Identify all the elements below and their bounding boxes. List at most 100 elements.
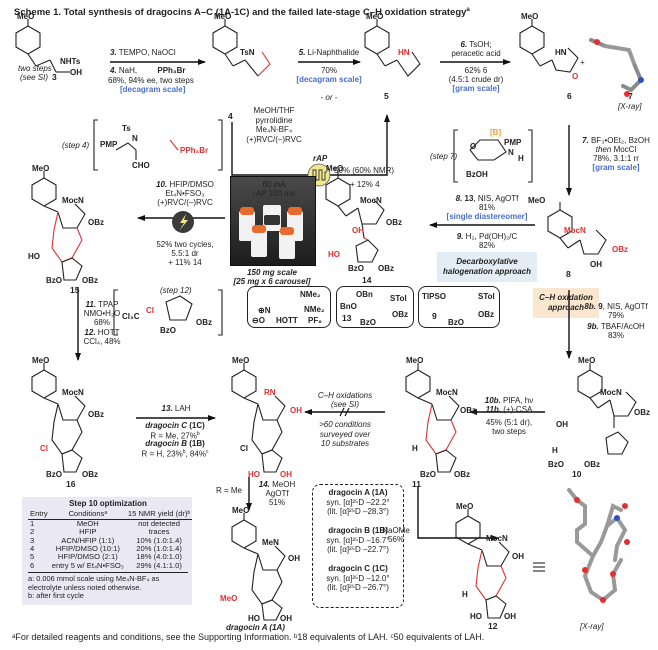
scheme-title: Scheme 1. Total synthesis of dragocins A…: [14, 7, 470, 19]
c9-obz: OBz: [478, 310, 494, 319]
label-obz2-10: OBz: [584, 460, 600, 469]
col-entry: Entry: [28, 509, 50, 520]
cell-yield: 29% (4.1:1.0): [136, 560, 182, 570]
label-cl-16: Cl: [40, 444, 48, 453]
mech7-h: H: [518, 154, 524, 163]
compound-3-note2: (see SI): [20, 73, 49, 82]
label-bzo-14: BzO: [348, 264, 364, 273]
compound-3-label: 3: [52, 72, 57, 82]
step-3-conditions: 3. TEMPO, NaOCl: [110, 48, 176, 57]
cell-conditions: MeOH: [76, 518, 99, 528]
mech12-obz: OBz: [196, 318, 212, 327]
cell-entry: 1: [30, 518, 35, 528]
label-oh-12: OH: [512, 552, 524, 561]
step-5-scale: [decagram scale]: [296, 75, 362, 84]
label-h-12: H: [462, 590, 468, 599]
label-obz2-15: OBz: [82, 276, 98, 285]
rotation-1a: dragocin A (1A)syn. [α]²⁵D –22.2°(lit. […: [326, 488, 390, 516]
step-6-scale: [gram scale]: [452, 84, 500, 93]
label-obz-14: OBz: [386, 218, 402, 227]
step-6-dr: (4.5:1 crude dr): [448, 75, 504, 84]
step-6-conditions: 6. TsOH;peracetic acid: [451, 40, 501, 58]
mech4-n: N: [132, 134, 138, 143]
cell-entry: 4: [30, 544, 35, 554]
label-ho-1a: HO: [248, 614, 260, 623]
step-10b-conditions: 10b. PIFA, hν: [484, 396, 534, 405]
label-nhts: NHTs: [60, 57, 81, 66]
electrochem-yield: 50% (60% NMR): [334, 166, 395, 175]
dragocin-b-result: dragocin B (1B)R = H, 23%b, 84%c: [141, 439, 209, 459]
step-7-yield: 78%, 3.1:1 rr: [593, 154, 639, 163]
label-meo-12: MeO: [456, 502, 474, 511]
label-oh: OH: [70, 68, 82, 77]
mech4-pmp: PMP: [100, 140, 118, 149]
structure-1bc: [231, 363, 286, 473]
step-8b-yield: 79%: [607, 311, 624, 320]
label-meo-16: MeO: [32, 356, 50, 365]
label-hn: HN: [398, 48, 410, 57]
arrow-11-to-12: [417, 487, 499, 541]
table-title: Step 10 optimization: [69, 499, 147, 508]
step-5-conditions: 5. Li-Naphthalide: [298, 48, 360, 57]
structure-1a: [231, 513, 286, 621]
xray-structure-7: [589, 38, 644, 97]
equivalent-symbol-icon: [533, 562, 545, 572]
c13-label: 13: [342, 313, 352, 323]
compound-11-label: 11: [412, 479, 421, 489]
label-meo-1bc: MeO: [232, 356, 250, 365]
c9-bzo: BzO: [448, 318, 464, 327]
label-hn-6: HN: [555, 48, 567, 57]
failed-mark-icon: [339, 407, 350, 417]
dragocin-c-result: dragocin C (1C)R = Me, 27%b: [145, 421, 205, 441]
label-mocn-8: MocN: [564, 226, 586, 235]
mech12-bzo: BzO: [160, 326, 176, 335]
mechanism-step7: [453, 129, 533, 183]
hott-o: ⊖O: [252, 316, 265, 325]
hott-nme2-b: NMe₂: [304, 305, 325, 314]
compound-14-label: 14: [362, 275, 372, 285]
cell-conditions: HFIP/DMSO (10:1): [55, 544, 120, 554]
step-14-condition: R = Me: [216, 486, 243, 495]
table-row: 6 entry 5 w/ Et₄N•FSO₃ 29% (4.1:1.0): [28, 560, 192, 570]
cell-entry: 2: [30, 527, 35, 537]
decarboxylative-approach-box: [437, 252, 537, 282]
cell-entry: 6: [30, 560, 35, 570]
structure-4: [212, 19, 271, 77]
rotation-1b: dragocin B (1B)syn. [α]²⁵D –16.7°(lit. […: [326, 526, 390, 554]
electrochem-byproduct: + 12% 4: [350, 180, 380, 189]
mech4-ts: Ts: [122, 124, 131, 133]
step-7-then: then MocCl: [595, 145, 637, 154]
xray-structure-12: [567, 488, 630, 603]
hott-pf6: PF₆: [308, 316, 322, 325]
table-note-a: a: 0.006 mmol scale using Me₄N-BF₄ as el…: [28, 574, 160, 592]
mech12-cl: Cl: [146, 306, 154, 315]
label-mocn-16: MocN: [62, 388, 84, 397]
mechanism-step12: [113, 289, 223, 336]
compound-12-xray: [X-ray]: [580, 622, 604, 631]
structure-6: [519, 19, 579, 73]
step-8-note: [single diastereomer]: [446, 212, 528, 221]
cell-yield: 10% (1.0:1.4): [136, 535, 182, 545]
step-9-conditions: 9. H₂, Pd(OH)₂/C: [456, 232, 518, 241]
cell-yield: not detected: [138, 518, 180, 528]
compound-3-note: two steps: [18, 64, 52, 73]
label-ho-15: HO: [28, 252, 40, 261]
label-oh-1a: OH: [288, 554, 300, 563]
c9-tipso: TIPSO: [422, 292, 447, 301]
label-oh2-1a: OH: [280, 614, 292, 623]
label-ho-1bc: HO: [248, 470, 260, 479]
electrochem-rap-time: rAP 100 ms: [253, 189, 295, 198]
c13-bno: BnO: [340, 302, 357, 311]
rap-label: rAP: [313, 154, 328, 163]
cell-conditions: entry 5 w/ Et₄N•FSO₃: [51, 560, 124, 570]
label-h-10: H: [552, 446, 558, 455]
cell-conditions: HFIP/DMSO (2:1): [57, 552, 118, 562]
label-oh-10: OH: [556, 420, 568, 429]
structure-16: [31, 363, 86, 473]
table-note-b: b: after first cycle: [28, 591, 84, 601]
